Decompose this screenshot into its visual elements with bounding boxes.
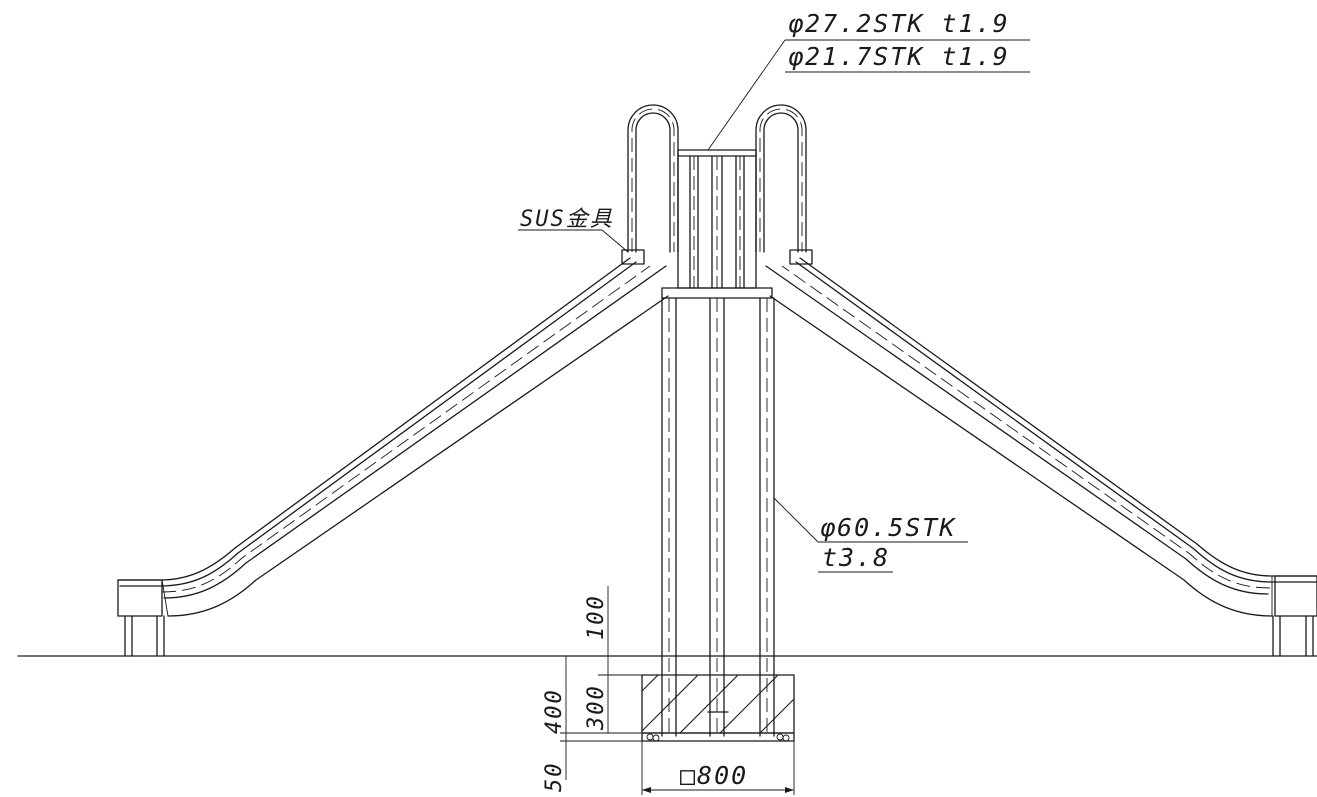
main-post-label-1: φ60.5STK [820,513,956,542]
top-pipe-label-1: φ27.2STK t1.9 [788,9,1010,38]
dim-total-depth: 400 [542,688,567,734]
concrete-foundation [641,674,795,742]
platform [661,287,773,299]
left-handrail-loop [627,104,679,253]
right-sus-fitting [789,249,813,265]
dimension-lines [560,586,795,795]
dim-base-layer: 50 [542,762,567,793]
support-posts [661,297,775,737]
sus-fitting-label: SUS金具 [520,207,614,232]
right-slide [765,257,1317,657]
top-pipe-label-2: φ21.7STK t1.9 [788,42,1010,71]
left-slide [117,257,669,657]
right-handrail-loop [755,104,807,253]
dim-foundation-depth: 300 [584,684,609,731]
left-sus-fitting [621,249,645,265]
leader-lines [518,39,1030,573]
dim-above-ground: 100 [584,594,609,640]
dim-foundation-width: □800 [680,761,748,790]
main-post-label-2: t3.8 [822,543,890,572]
top-guard-panel [677,149,757,289]
